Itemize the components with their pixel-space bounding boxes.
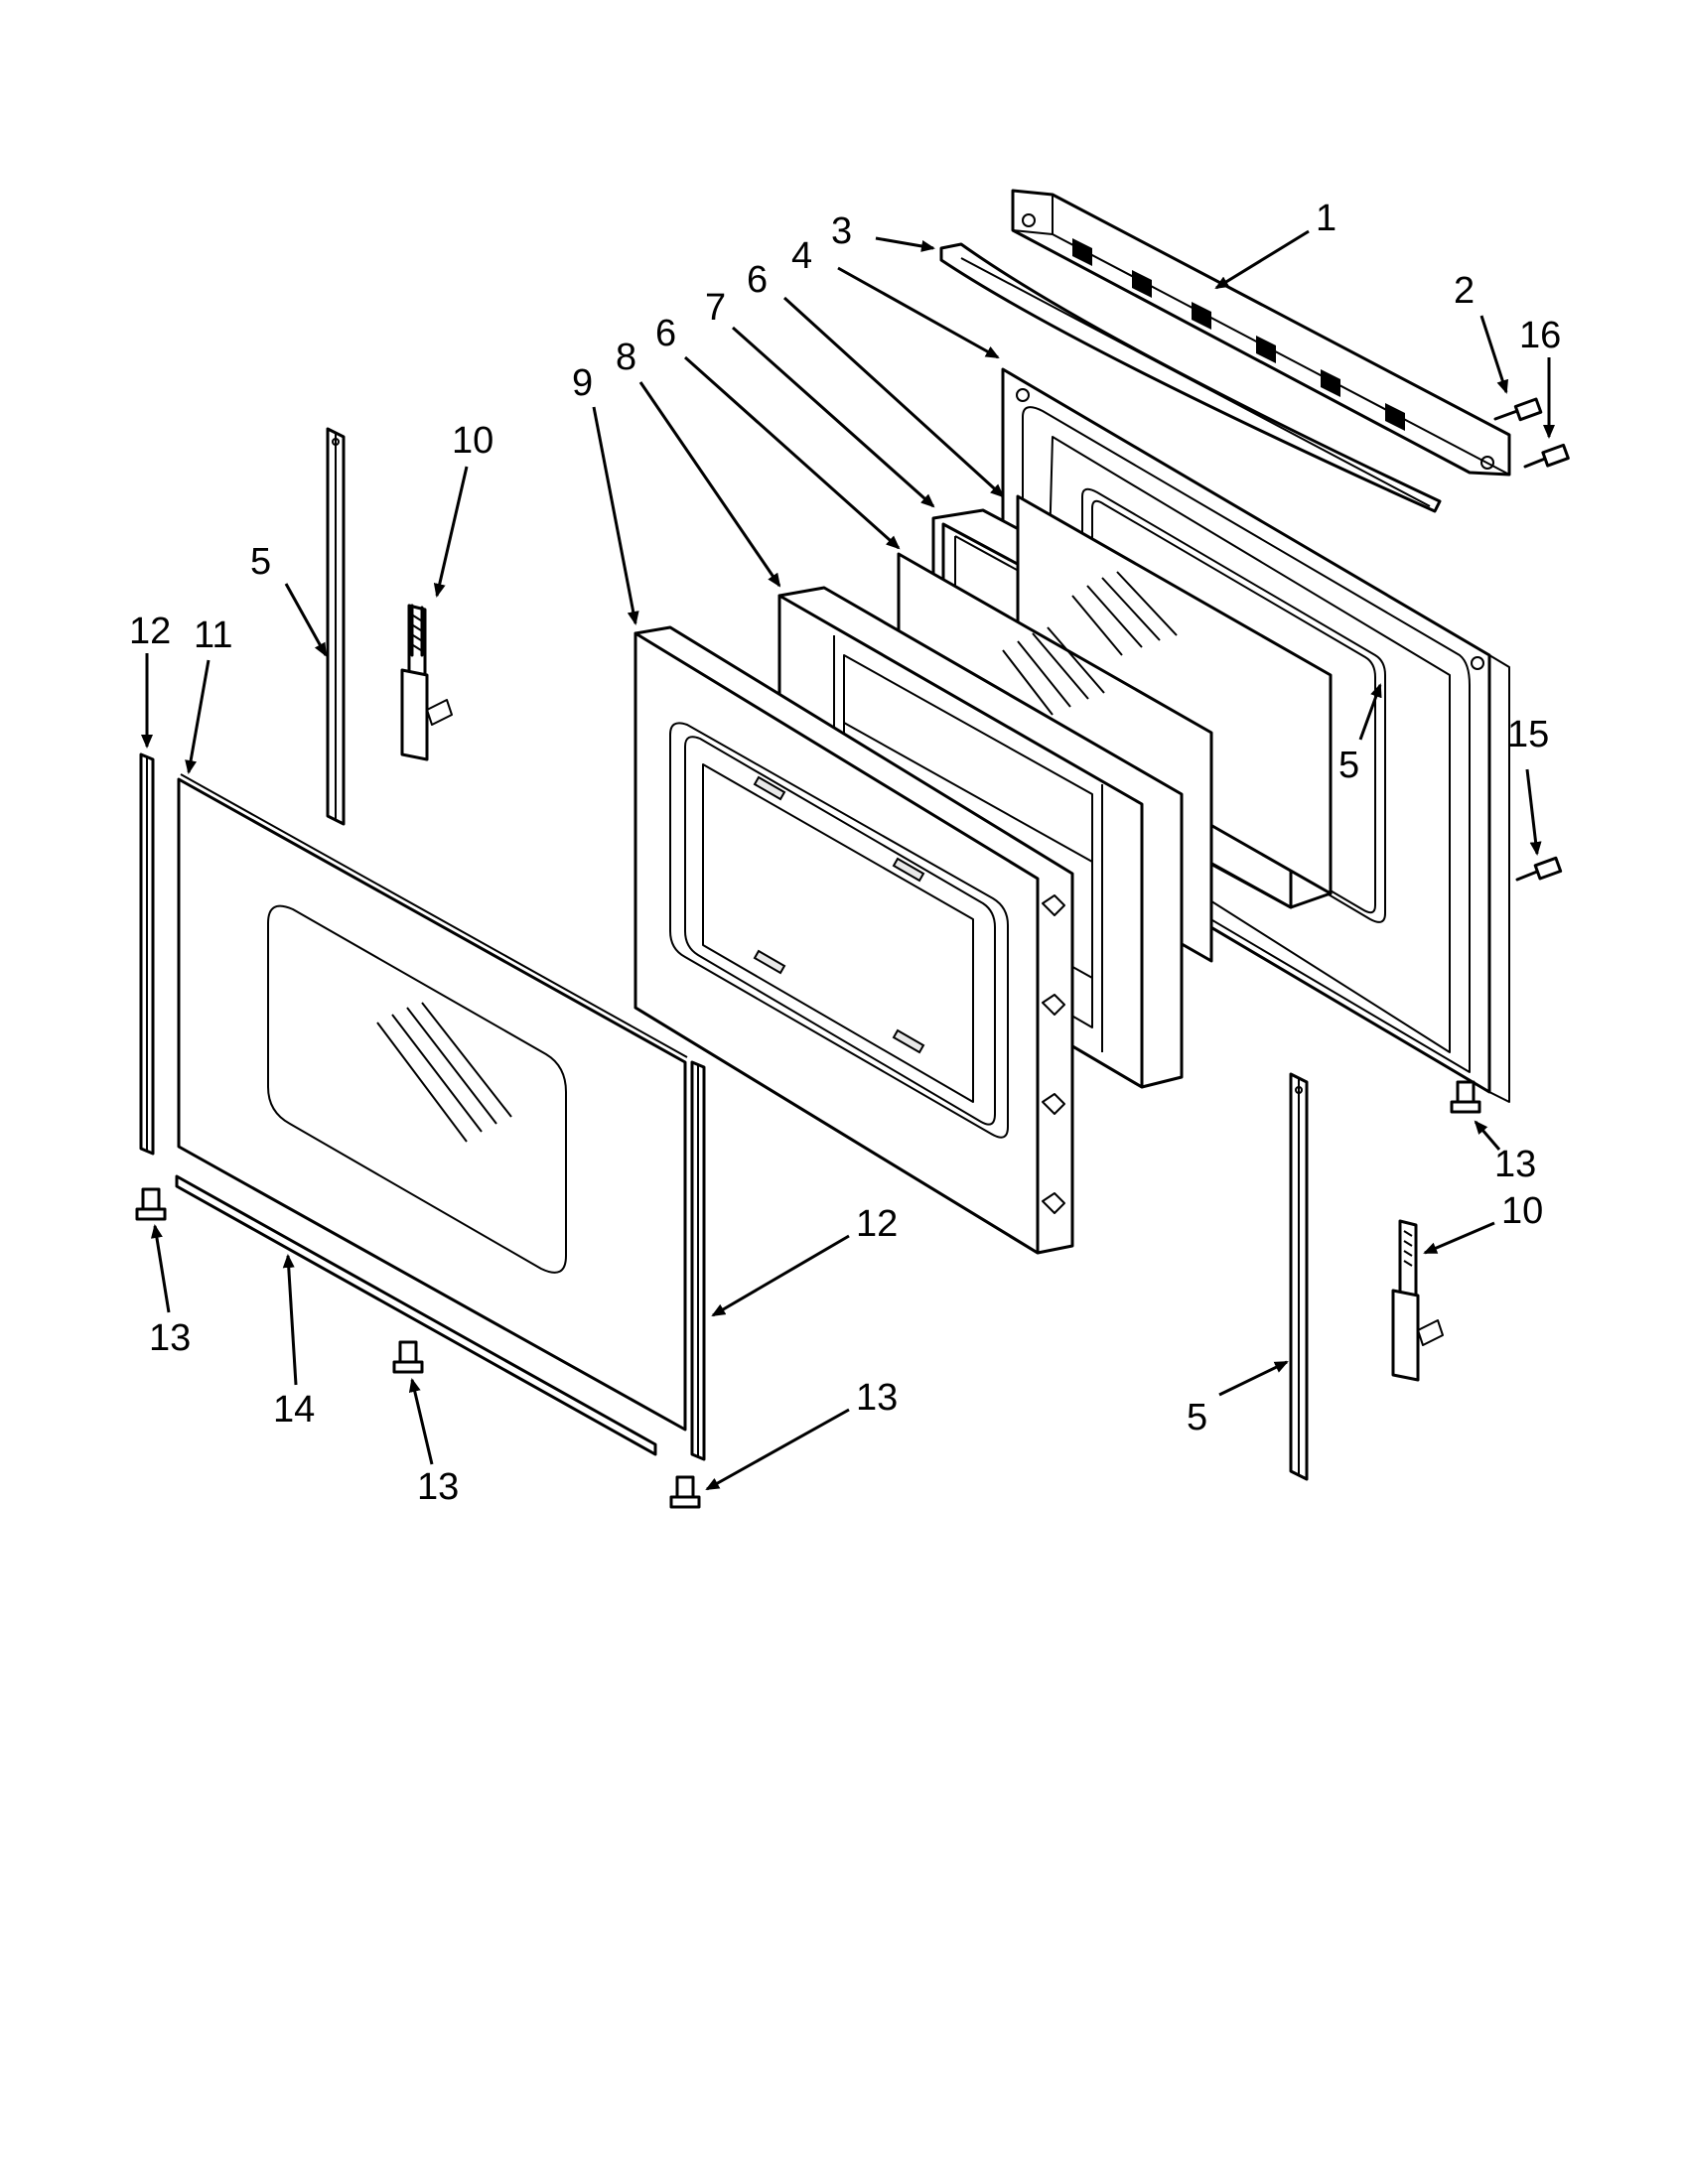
screw-2	[1493, 397, 1543, 422]
bottom-trim	[175, 1174, 657, 1456]
vent-trim	[1011, 189, 1511, 477]
callout-9: 9	[572, 362, 593, 404]
callout-6a: 6	[747, 259, 768, 301]
callout-12b: 12	[856, 1203, 898, 1245]
callout-13a: 13	[149, 1317, 191, 1359]
screw-13-left	[135, 1187, 167, 1221]
screw-16	[1523, 443, 1570, 469]
hinge-channel-right	[1289, 1072, 1309, 1481]
screw-15	[1515, 856, 1563, 882]
callout-5b: 5	[250, 541, 271, 583]
side-trim-left	[139, 752, 155, 1156]
callout-11: 11	[194, 614, 232, 656]
callout-13d: 13	[1494, 1144, 1536, 1185]
callout-6b: 6	[655, 313, 676, 354]
callout-13c: 13	[856, 1377, 898, 1419]
callout-12a: 12	[129, 611, 171, 652]
inner-door-liner	[633, 625, 1074, 1255]
screw-13-center	[669, 1475, 701, 1509]
callout-5c: 5	[1187, 1397, 1207, 1438]
callout-2: 2	[1454, 270, 1475, 312]
hinge-channel-left	[326, 427, 346, 826]
callout-3: 3	[831, 210, 852, 252]
callout-10b: 10	[1501, 1190, 1543, 1232]
callout-10a: 10	[452, 420, 493, 462]
callout-13b: 13	[417, 1466, 459, 1508]
hinge-right	[1391, 1219, 1444, 1382]
leader-lines	[141, 229, 1555, 1491]
hinge-left	[400, 604, 453, 761]
callout-7: 7	[705, 287, 726, 329]
screw-13-bottom	[392, 1340, 424, 1374]
outer-glass-door	[177, 773, 688, 1432]
callout-5a: 5	[1338, 745, 1359, 786]
callout-16: 16	[1519, 315, 1561, 356]
door-handle	[939, 242, 1442, 513]
callout-15: 15	[1507, 714, 1549, 755]
callout-8: 8	[616, 337, 636, 378]
side-trim-right	[690, 1060, 706, 1461]
callout-14: 14	[273, 1389, 315, 1431]
callout-4: 4	[791, 235, 812, 277]
callout-1: 1	[1316, 198, 1336, 239]
screw-13-right	[1450, 1080, 1481, 1114]
callout-labels: 1 2 16 3 4 6 7 6 8 9 5 15 10 5 11 12 13 …	[129, 198, 1561, 1508]
